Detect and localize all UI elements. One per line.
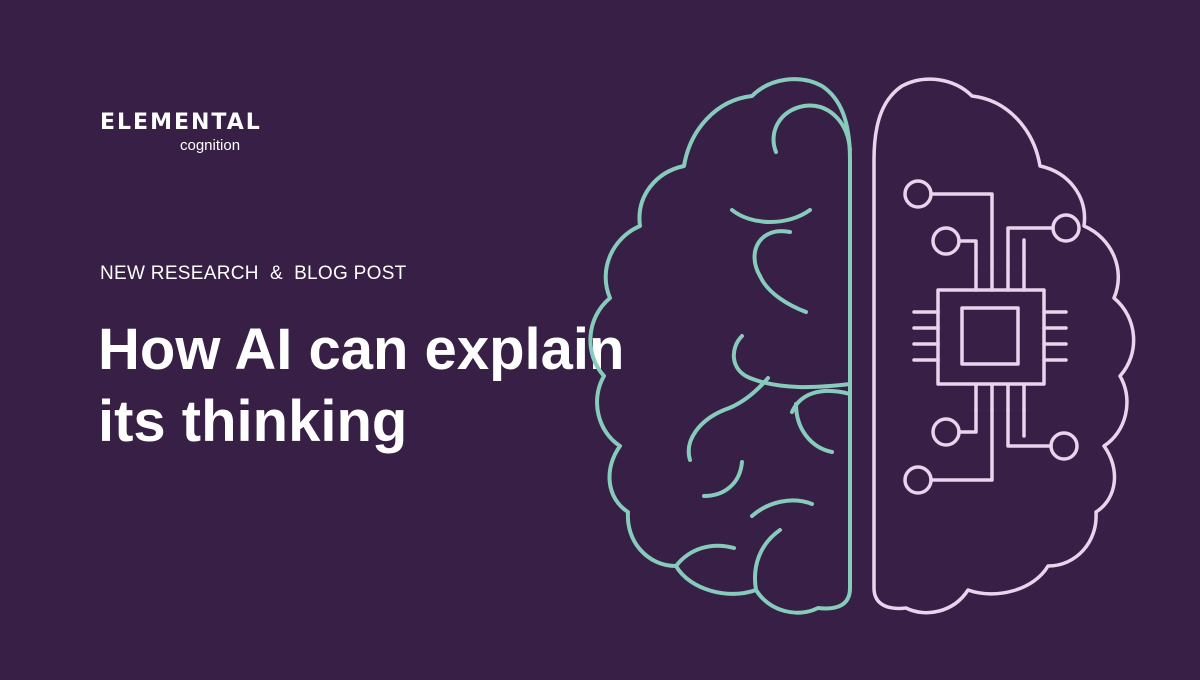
- title-line-1: How AI can explain: [98, 317, 625, 382]
- circuit-brain-icon: [872, 77, 1136, 615]
- organic-brain-icon: [588, 77, 852, 615]
- page-title: How AI can explain its thinking: [98, 314, 738, 458]
- brain-illustration: [588, 77, 1136, 615]
- logo-subtitle: cognition: [180, 137, 241, 154]
- kicker-label: NEW RESEARCH & BLOG POST: [100, 263, 407, 284]
- logo-wordmark: ELEMENTAL: [100, 110, 262, 135]
- microchip-icon: [912, 262, 1068, 412]
- brand-logo: ELEMENTAL cognition: [100, 110, 270, 160]
- title-line-2: its thinking: [98, 389, 408, 454]
